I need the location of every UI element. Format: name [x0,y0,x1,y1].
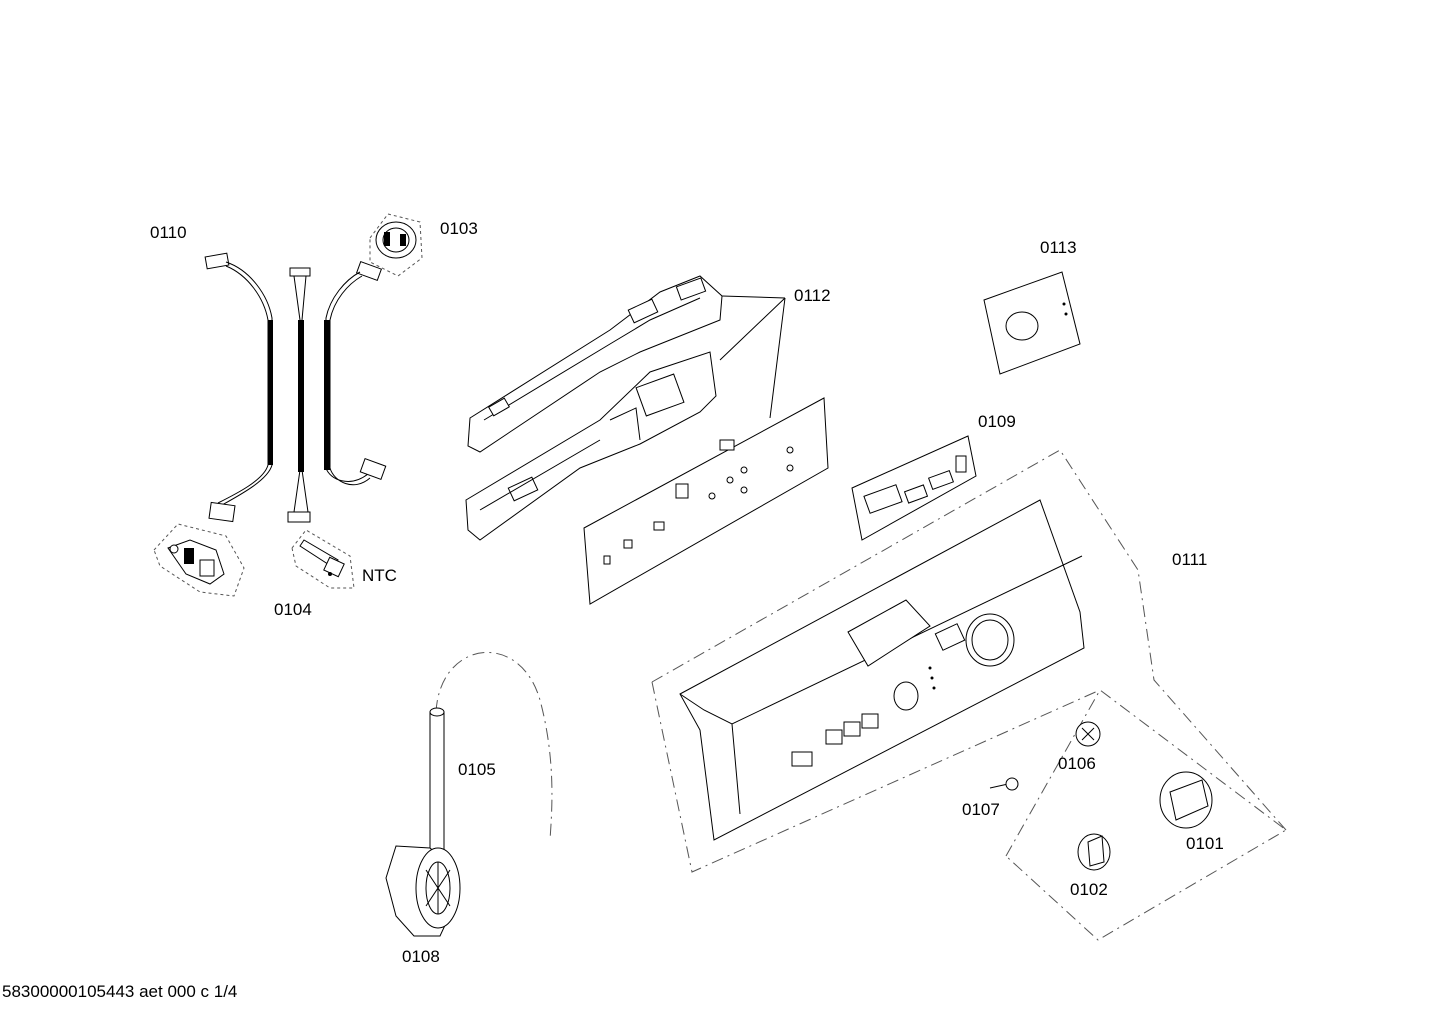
control-pcb [583,397,829,605]
label-0102: 0102 [1070,880,1108,899]
display-board [851,435,977,541]
pump-and-hose [385,652,553,937]
control-bracket-upper [467,275,723,453]
wiring-harness-group [204,252,387,523]
label-0106: 0106 [1058,754,1096,773]
label-0111: 0111 [1172,550,1207,569]
part-labels: 0110 0103 0112 0113 0109 0111 NTC 0104 0… [2,219,1224,1001]
knobs-region [989,689,1287,941]
door-lock [153,523,245,597]
pressure-switch [369,213,423,277]
label-0105: 0105 [458,760,496,779]
label-0104: 0104 [274,600,312,619]
label-0107: 0107 [962,800,1000,819]
label-0112: 0112 [794,286,831,305]
label-0101: 0101 [1186,834,1224,853]
ntc-sensor [291,529,355,589]
label-0103: 0103 [440,219,478,238]
leader-0112 [719,295,786,419]
fascia-panel [651,449,1287,873]
label-0108: 0108 [402,947,440,966]
label-0110: 0110 [150,223,187,242]
control-bracket-lower [465,351,717,541]
document-id: 58300000105443 aet 000 c 1/4 [2,982,237,1001]
label-0113: 0113 [1040,238,1077,257]
label-0109: 0109 [978,412,1016,431]
label-sticker [983,271,1081,375]
label-ntc: NTC [362,566,397,585]
